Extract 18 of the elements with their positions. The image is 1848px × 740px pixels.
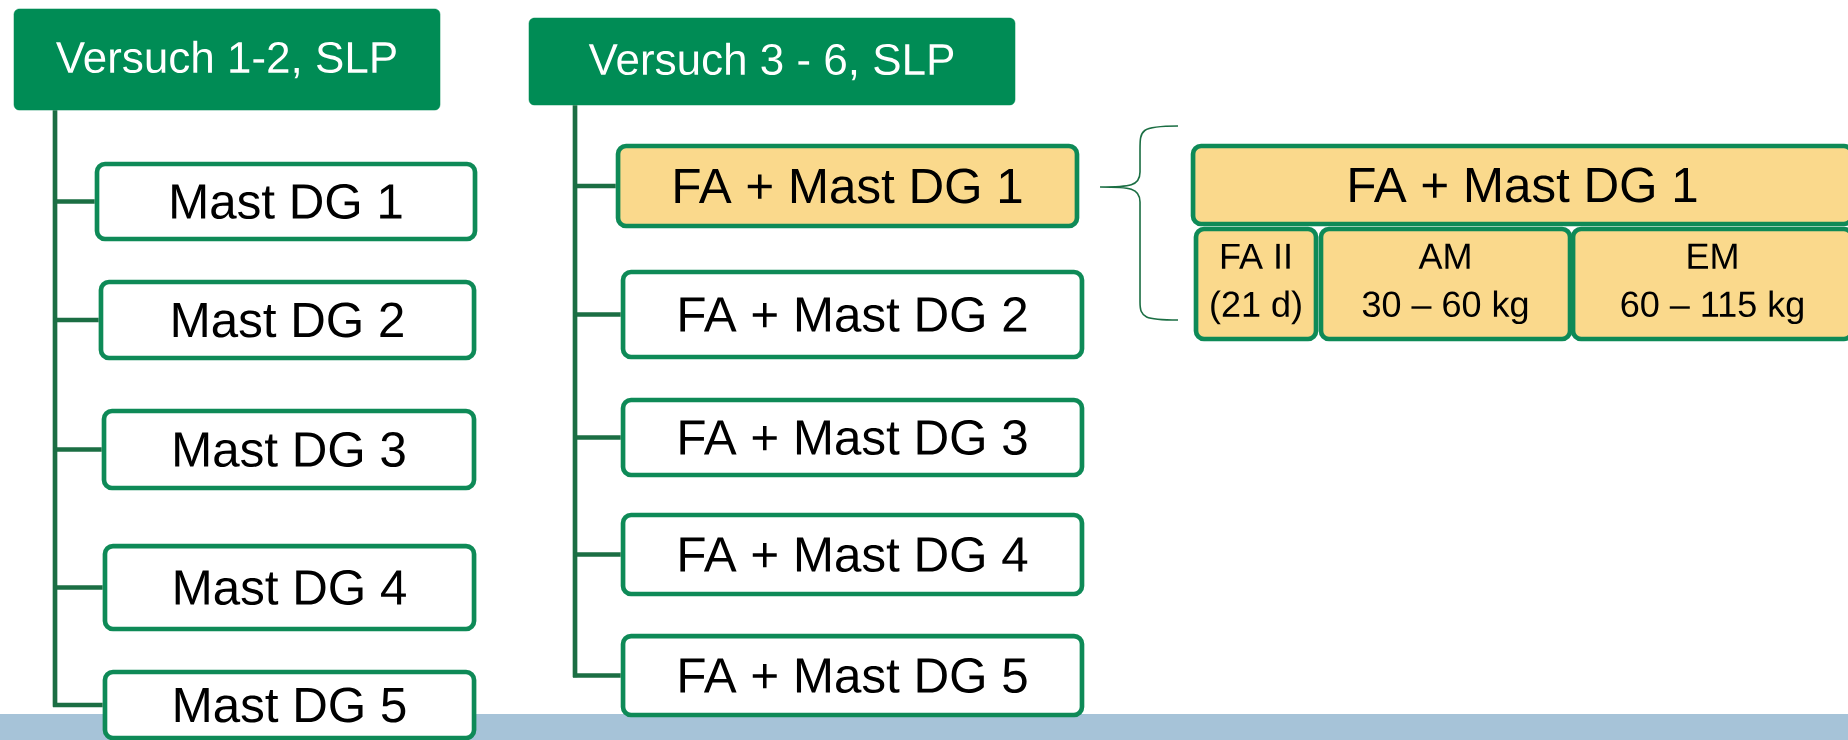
category-box: FA + Mast DG 2 <box>620 269 1085 360</box>
category-box: FA + Mast DG 3 <box>620 397 1085 478</box>
highlighted-box: FA II (21 d) <box>1193 226 1319 342</box>
connector-line <box>53 702 103 708</box>
category-box: Mast DG 4 <box>102 543 477 632</box>
category-box: Mast DG 3 <box>101 408 477 491</box>
header-box: Versuch 3 - 6, SLP <box>528 17 1016 106</box>
header-box: Versuch 1-2, SLP <box>13 8 441 111</box>
highlighted-box: EM 60 – 115 kg <box>1570 226 1848 342</box>
highlighted-box: FA + Mast DG 1 <box>1190 143 1848 227</box>
highlighted-box: FA + Mast DG 1 <box>615 143 1080 229</box>
category-box: Mast DG 1 <box>94 161 478 242</box>
category-box: Mast DG 5 <box>102 669 477 740</box>
connector-line <box>573 673 621 678</box>
category-box: FA + Mast DG 4 <box>620 512 1085 597</box>
category-box: FA + Mast DG 5 <box>620 633 1085 718</box>
category-box: Mast DG 2 <box>98 279 477 361</box>
highlighted-box: AM 30 – 60 kg <box>1318 226 1573 342</box>
